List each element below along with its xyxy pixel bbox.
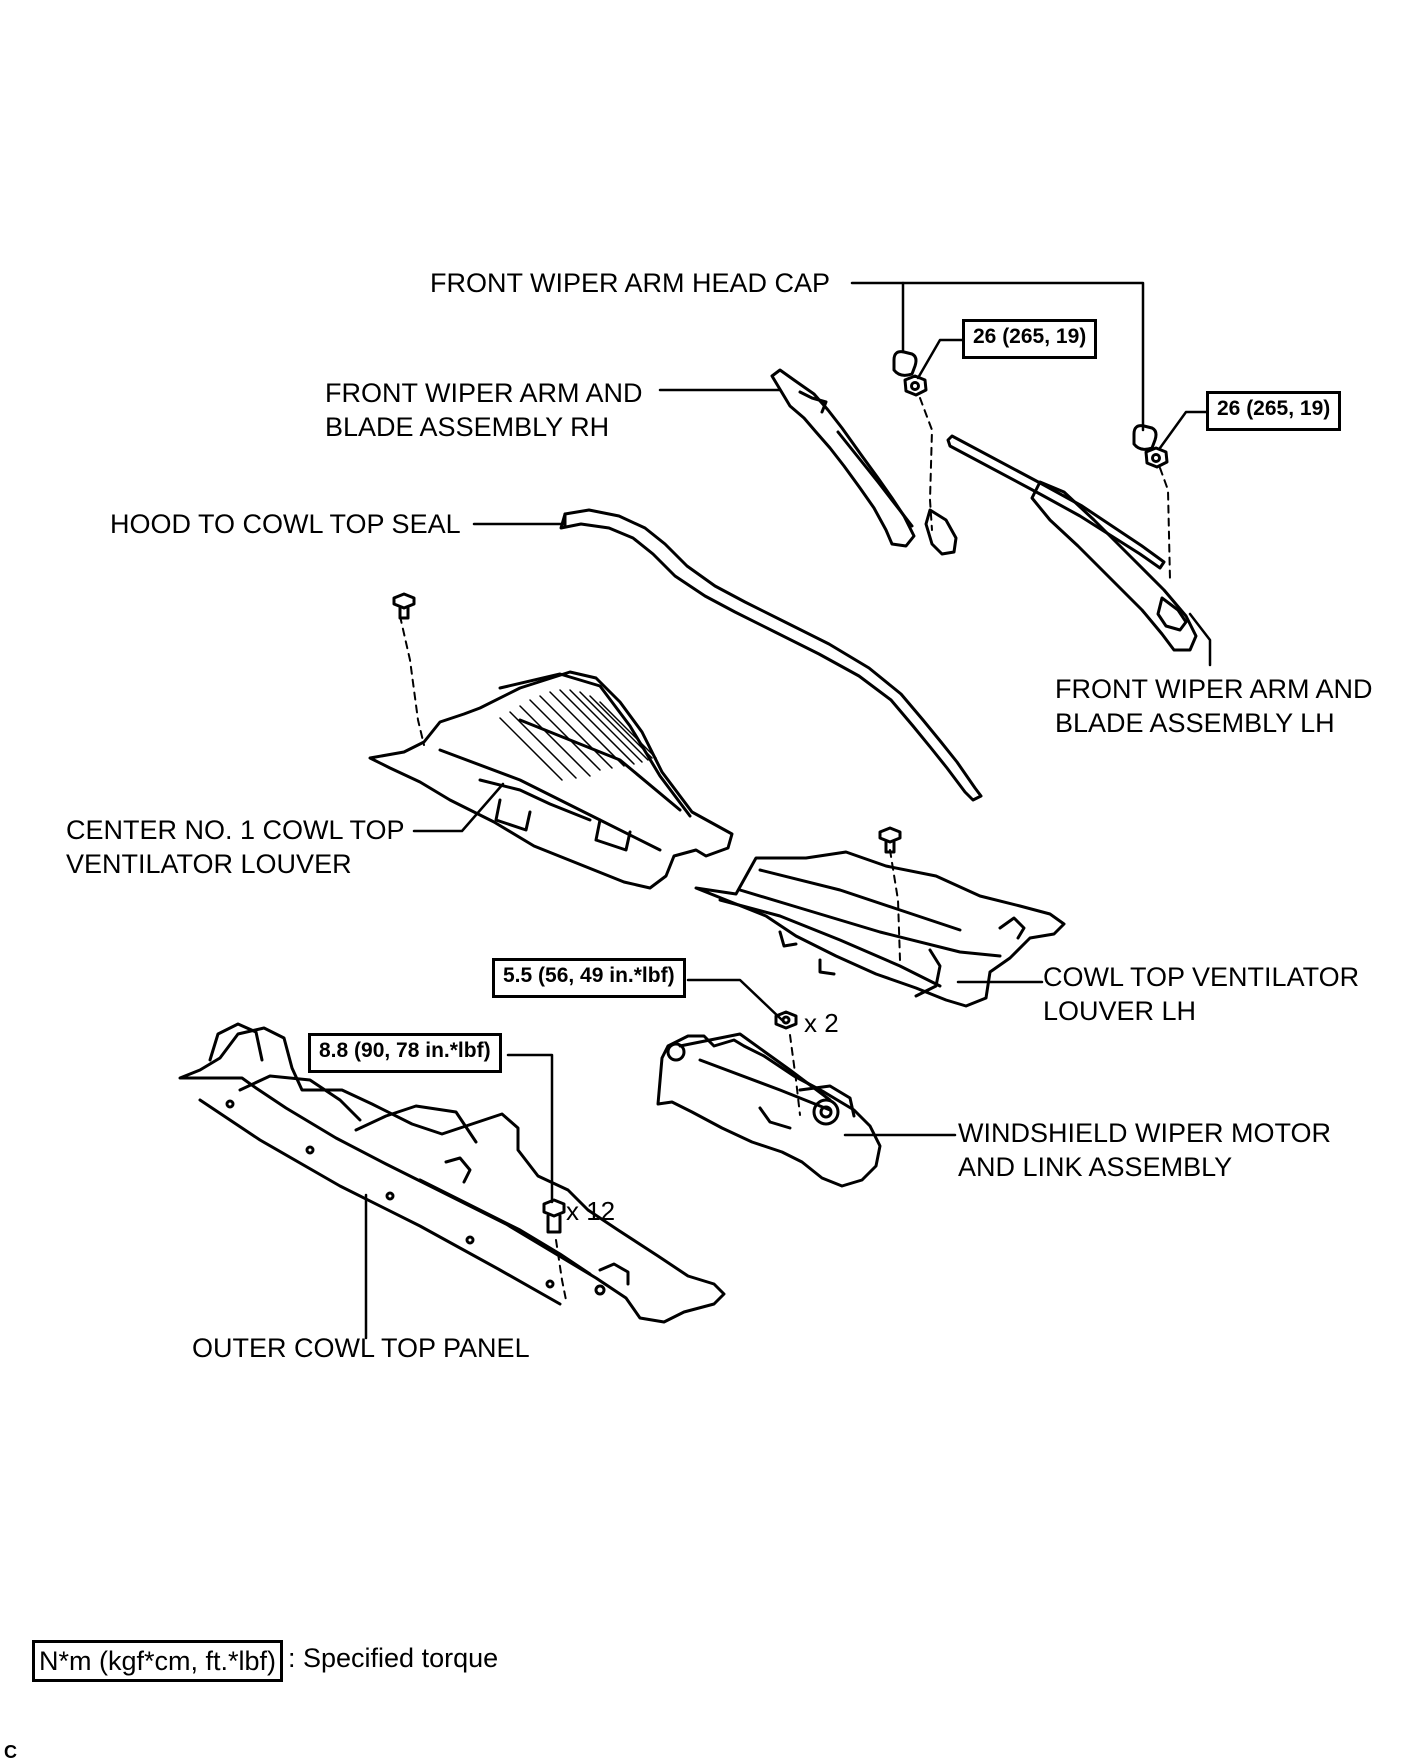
leader-lines bbox=[364, 281, 1212, 1340]
clip-icon bbox=[392, 592, 416, 620]
label-center-louver-line2: VENTILATOR LOUVER bbox=[66, 849, 352, 879]
head-cap-icon bbox=[1132, 424, 1158, 451]
qty-motor-bolt: x 2 bbox=[804, 1008, 839, 1038]
wiper-arm-rh-part bbox=[770, 368, 958, 556]
label-head-cap: FRONT WIPER ARM HEAD CAP bbox=[430, 268, 831, 298]
torque-motor-bolt: 5.5 (56, 49 in.*lbf) bbox=[492, 958, 686, 998]
label-louver-lh-line2: LOUVER LH bbox=[1043, 996, 1197, 1026]
dashed-lines bbox=[399, 397, 1171, 1301]
nut-icon bbox=[1144, 446, 1169, 469]
label-wiper-motor-line1: WINDSHIELD WIPER MOTOR bbox=[958, 1118, 1332, 1148]
wiper-arm-lh-part bbox=[946, 434, 1198, 652]
label-outer-panel: OUTER COWL TOP PANEL bbox=[192, 1333, 530, 1363]
bolt-icon bbox=[542, 1198, 566, 1234]
label-arm-rh-line2: BLADE ASSEMBLY RH bbox=[325, 412, 610, 442]
louver-lh-part bbox=[694, 850, 1066, 1008]
label-arm-lh-line1: FRONT WIPER ARM AND bbox=[1055, 674, 1373, 704]
label-arm-rh-line1: FRONT WIPER ARM AND bbox=[325, 378, 643, 408]
torque-arm-rh: 26 (265, 19) bbox=[962, 319, 1098, 359]
wiper-motor-part bbox=[656, 1032, 882, 1188]
label-center-louver-line1: CENTER NO. 1 COWL TOP bbox=[66, 815, 405, 845]
bolt-icon bbox=[774, 1010, 798, 1030]
hood-seal-part bbox=[559, 508, 983, 802]
torque-arm-lh: 26 (265, 19) bbox=[1206, 391, 1342, 431]
torque-panel-bolt: 8.8 (90, 78 in.*lbf) bbox=[308, 1033, 502, 1073]
clip-icon bbox=[878, 826, 902, 854]
label-arm-lh-line2: BLADE ASSEMBLY LH bbox=[1055, 708, 1335, 738]
nut-icon bbox=[903, 374, 928, 397]
center-louver-part bbox=[368, 670, 734, 890]
qty-panel-bolt: x 12 bbox=[566, 1196, 616, 1226]
corner-mark: C bbox=[4, 1742, 17, 1762]
label-wiper-motor-line2: AND LINK ASSEMBLY bbox=[958, 1152, 1233, 1182]
legend-torque-unit-box: N*m (kgf*cm, ft.*lbf) bbox=[32, 1640, 284, 1682]
label-hood-seal: HOOD TO COWL TOP SEAL bbox=[110, 509, 461, 539]
label-louver-lh-line1: COWL TOP VENTILATOR bbox=[1043, 962, 1360, 992]
legend-torque-text: : Specified torque bbox=[288, 1643, 499, 1673]
outer-panel-part bbox=[178, 1022, 726, 1324]
head-cap-icon bbox=[892, 350, 918, 377]
